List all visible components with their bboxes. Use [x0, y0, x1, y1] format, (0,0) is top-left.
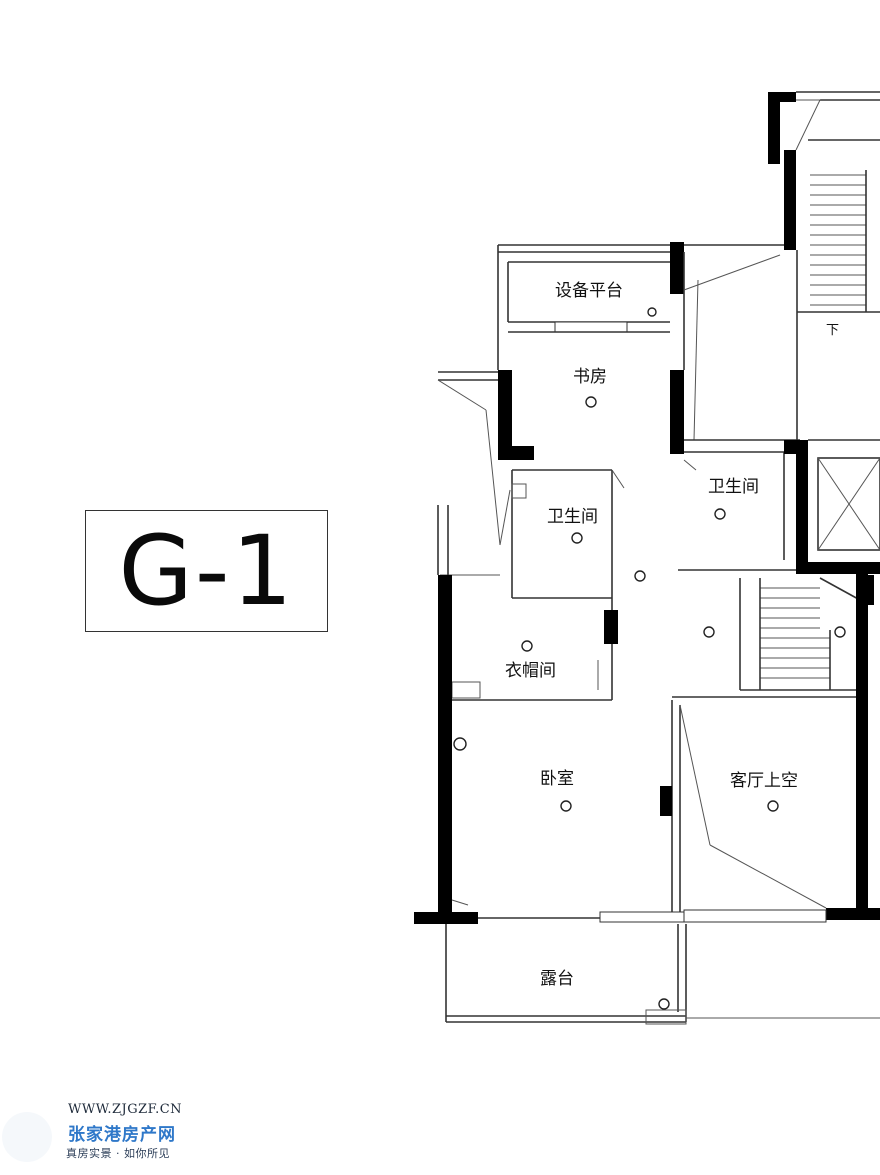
watermark: WWW.ZJGZF.CN 张家港房产网 真房实景 · 如你所见 — [0, 1088, 230, 1175]
watermark-url: WWW.ZJGZF.CN — [68, 1102, 183, 1117]
room-label-bedroom: 卧室 — [540, 769, 574, 789]
plan-title: G-1 — [118, 515, 295, 627]
study-area — [437, 242, 781, 546]
stair-treads-upper — [810, 170, 867, 312]
watermark-slogan: 真房实景 · 如你所见 — [66, 1147, 170, 1160]
room-label-equipment-platform: 设备平台 — [555, 281, 623, 301]
bedroom-area — [414, 505, 685, 924]
room-label-bathroom-b: 卫生间 — [708, 477, 759, 497]
bathroom-a-area — [440, 469, 646, 599]
room-label-cloakroom: 衣帽间 — [505, 661, 556, 681]
room-label-living-void: 客厅上空 — [730, 771, 798, 791]
equipment-platform-area — [497, 244, 784, 370]
cloakroom-area — [451, 598, 618, 701]
upper-stairwell — [768, 91, 880, 440]
terrace-area — [445, 924, 880, 1025]
room-label-terrace: 露台 — [540, 969, 574, 989]
living-void-area — [672, 574, 880, 923]
room-label-bathroom-a: 卫生间 — [547, 507, 598, 527]
bathroom-b-area — [678, 439, 800, 571]
lower-stair — [703, 575, 874, 691]
elevator-shaft — [796, 439, 880, 574]
plan-title-box: G-1 — [85, 510, 328, 632]
stair-direction-label: 下 — [826, 323, 839, 338]
watermark-logo — [2, 1112, 52, 1162]
room-label-study: 书房 — [573, 367, 607, 387]
watermark-name: 张家港房产网 — [68, 1125, 176, 1145]
